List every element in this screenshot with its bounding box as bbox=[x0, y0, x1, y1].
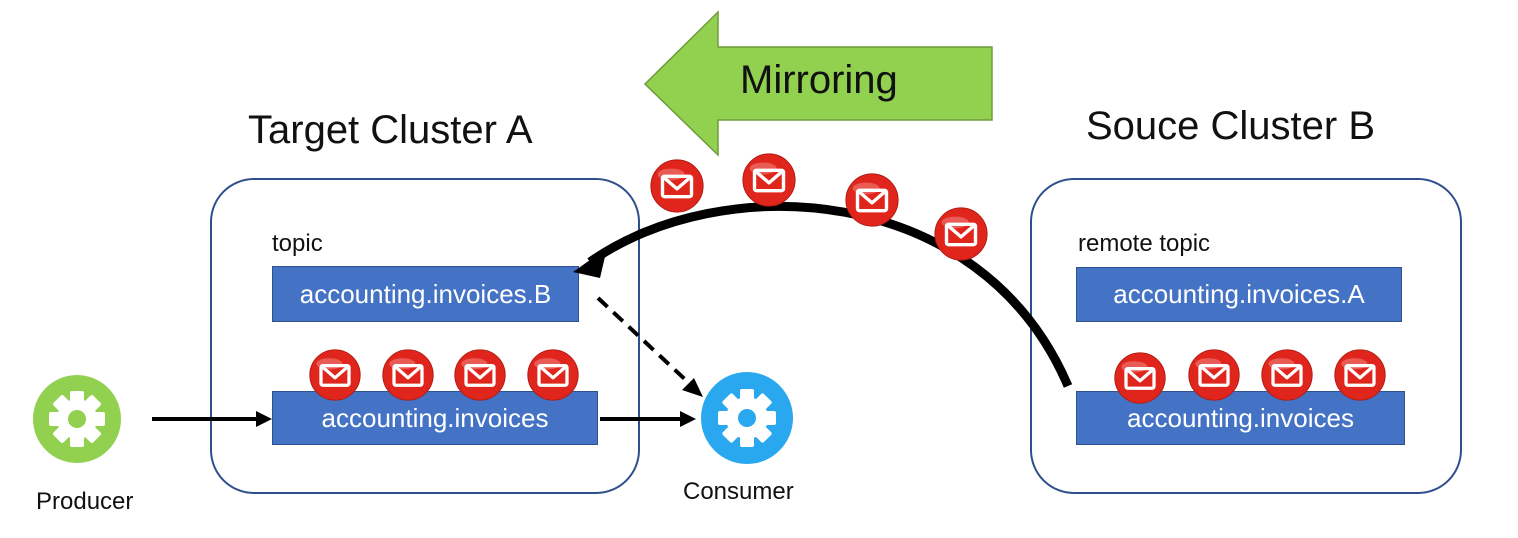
message-envelope-icon bbox=[1333, 348, 1387, 402]
consumer-label: Consumer bbox=[683, 478, 794, 505]
message-envelope-icon bbox=[1113, 351, 1167, 405]
message-envelope-icon bbox=[526, 348, 580, 402]
message-envelope-icon bbox=[844, 172, 900, 228]
message-envelope-icon bbox=[649, 158, 705, 214]
message-envelope-icon bbox=[933, 206, 989, 262]
source-topic-label: remote topic bbox=[1078, 230, 1211, 257]
mirror-flow-arrowhead bbox=[573, 248, 607, 278]
message-envelope-icon bbox=[741, 152, 797, 208]
source-local-topic[interactable]: accounting.invoices bbox=[1076, 391, 1405, 445]
source-cluster-box bbox=[1030, 178, 1462, 494]
target-topic-label: topic bbox=[272, 230, 323, 257]
consumer-gear-icon bbox=[701, 372, 793, 464]
producer-gear-icon bbox=[33, 375, 121, 463]
target-cluster-title: Target Cluster A bbox=[248, 108, 533, 152]
message-envelope-icon bbox=[1260, 348, 1314, 402]
source-remote-topic[interactable]: accounting.invoices.A bbox=[1076, 267, 1402, 322]
message-envelope-icon bbox=[381, 348, 435, 402]
consume-remote-arrow bbox=[596, 296, 692, 386]
message-envelope-icon bbox=[1187, 348, 1241, 402]
target-local-topic[interactable]: accounting.invoices bbox=[272, 391, 598, 445]
message-envelope-icon bbox=[453, 348, 507, 402]
target-cluster-box bbox=[210, 178, 640, 494]
producer-label: Producer bbox=[36, 488, 134, 515]
message-envelope-icon bbox=[308, 348, 362, 402]
target-remote-topic[interactable]: accounting.invoices.B bbox=[272, 266, 579, 322]
source-cluster-title: Souce Cluster B bbox=[1086, 104, 1376, 148]
mirroring-label: Mirroring bbox=[740, 58, 898, 102]
mirror-flow-arrow bbox=[587, 201, 1073, 388]
